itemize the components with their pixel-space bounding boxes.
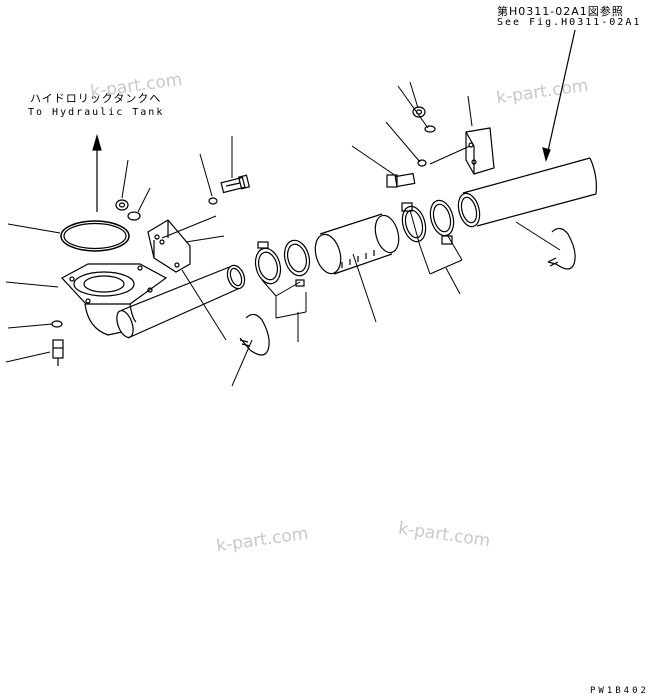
reference-arrow (542, 29, 576, 162)
washer (417, 159, 427, 167)
bracket-right (465, 127, 495, 175)
right-pipe (457, 157, 597, 228)
washer (51, 320, 63, 328)
u-bolt-left (239, 313, 270, 356)
reference-label-jp: 第H0311-02A1図参照 (497, 5, 624, 18)
drawing-code: PW1B402 (590, 686, 649, 696)
u-bolt-right (547, 227, 576, 270)
hose-clamp (283, 239, 311, 287)
hose-clamp (254, 241, 282, 285)
washer (208, 197, 218, 205)
elbow-flange (61, 263, 168, 336)
bolt-left-upper (220, 174, 251, 194)
bracket-left (147, 219, 191, 273)
tank-arrow (92, 133, 102, 212)
bolt-right (386, 172, 416, 188)
rubber-hose (314, 213, 400, 275)
left-pipe (116, 264, 246, 339)
leader-lines (5, 81, 561, 387)
hose-clamp (429, 199, 455, 245)
reference-label-en: See Fig.H0311-02A1 (497, 17, 642, 28)
washer (424, 125, 436, 133)
bolt-flange (52, 339, 64, 366)
o-ring (60, 220, 130, 252)
tank-label-en: To Hydraulic Tank (28, 107, 165, 118)
tank-label-jp: ハイドロリックタンクへ (30, 92, 162, 105)
nut-left (115, 199, 129, 211)
washer (127, 211, 141, 221)
